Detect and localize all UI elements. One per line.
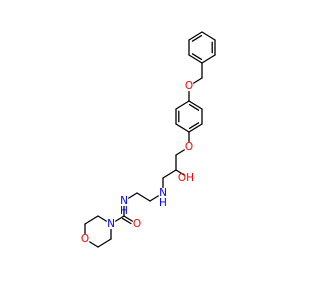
- bond-phenoxy_ring_top_left-phenoxy_ring_top: [175, 100, 190, 110]
- bond-line: [188, 54, 203, 64]
- atom-carbonyl_oxygen: O: [133, 218, 141, 230]
- bond-line: [201, 54, 216, 64]
- atom-hydrogen-label: H: [159, 197, 167, 209]
- bond-line: [188, 123, 203, 133]
- atom-label: OH: [178, 172, 194, 184]
- bond-line: [84, 215, 99, 225]
- bond-phenoxy_ring_bottom_right-phenoxy_ring_bottom: [188, 122, 203, 133]
- bond-carbonyl_carbon-morpholine_n: [115, 215, 125, 222]
- bond-line: [149, 195, 159, 202]
- bond-line: [193, 77, 203, 84]
- bond-benzyl_ring_top_right-benzyl_ring_bottom_right: [211, 39, 216, 56]
- bond-line: [175, 123, 190, 133]
- bond-benzyl_ring_bottom_right-benzyl_ring_bottom: [201, 54, 216, 64]
- bond-ether_oxygen_2-propyl_ch2_a: [175, 149, 185, 156]
- bond-line-double: [191, 53, 203, 61]
- bond-line-double: [191, 34, 203, 42]
- atom-amine_nh: NH: [159, 187, 167, 209]
- bond-line: [188, 31, 203, 41]
- bond-phenoxy_ring_bottom-phenoxy_ring_bottom_left: [175, 123, 190, 133]
- bond-propyl_choh-hydroxyl: [175, 169, 185, 176]
- atom-label: N: [120, 195, 128, 207]
- bond-line: [201, 31, 216, 41]
- bond-line: [97, 215, 107, 222]
- bond-line: [162, 169, 177, 179]
- bond-line-double: [121, 217, 132, 225]
- atom-ether_oxygen_1: O: [185, 80, 193, 92]
- bond-benzyl_ch2-ether_oxygen_1: [193, 77, 203, 84]
- atom-label: O: [185, 141, 193, 153]
- atom-label: O: [185, 80, 193, 92]
- bond-morpholine_n-morpholine_c1: [97, 215, 107, 222]
- atom-ether_oxygen_2: O: [185, 141, 193, 153]
- bond-morpholine_c1-morpholine_c2: [84, 215, 99, 225]
- bond-benzyl_ring_top_left-benzyl_ring_top: [188, 31, 203, 42]
- bond-morpholine_c3-morpholine_c4: [97, 238, 112, 248]
- bond-line-double: [188, 103, 200, 111]
- bond-line: [175, 169, 185, 176]
- bond-line: [115, 215, 125, 222]
- bond-line: [175, 100, 190, 110]
- atom-amide_nh: NH: [120, 195, 128, 217]
- bond-line: [188, 100, 203, 110]
- bond-phenoxy_ring_bottom_left-phenoxy_ring_top_left: [175, 108, 180, 125]
- atom-label: N: [107, 218, 115, 230]
- bond-carbonyl_carbon-carbonyl_oxygen: [121, 215, 133, 225]
- bond-line-double: [188, 122, 200, 130]
- bond-phenoxy_ring_top-phenoxy_ring_top_right: [188, 100, 203, 111]
- atom-hydrogen-label: H: [120, 205, 128, 217]
- bond-propyl_choh-propyl_ch2_b: [162, 169, 177, 179]
- atom-hydroxyl: OH: [178, 172, 194, 184]
- bond-ethyl_ch2_b-amide_nh: [128, 192, 138, 199]
- bond-line: [136, 192, 151, 202]
- atom-label: O: [81, 233, 89, 245]
- atom-morpholine_n: N: [107, 218, 115, 230]
- bond-line: [175, 149, 185, 156]
- bond-layer: [84, 31, 216, 248]
- bond-morpholine_o-morpholine_c3: [89, 241, 99, 248]
- bond-benzyl_ring_top-benzyl_ring_top_right: [201, 31, 216, 41]
- bond-benzyl_ring_bottom-benzyl_ring_bottom_left: [188, 53, 203, 64]
- bond-line: [123, 215, 133, 222]
- bond-amine_nh-ethyl_ch2_a: [149, 195, 159, 202]
- atom-morpholine_o: O: [81, 233, 89, 245]
- atom-label: N: [159, 187, 167, 199]
- bond-ethyl_ch2_a-ethyl_ch2_b: [136, 192, 151, 202]
- bond-line: [97, 238, 112, 248]
- atom-label: O: [133, 218, 141, 230]
- bond-line: [128, 192, 138, 199]
- bond-line: [89, 241, 99, 248]
